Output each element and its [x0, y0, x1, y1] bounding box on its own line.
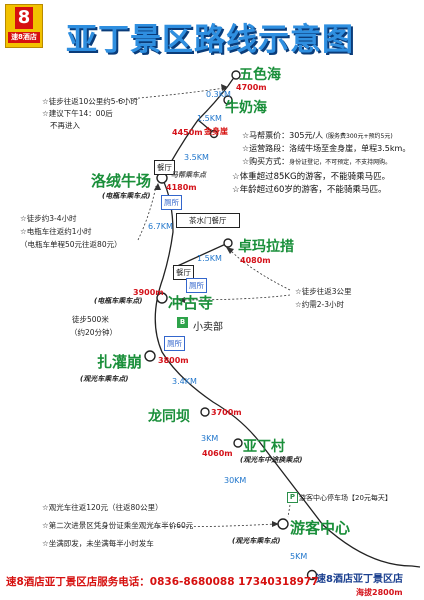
info-price-note: (服务费300元+预约5元)	[325, 133, 393, 140]
label-yading-transfer: (观光车中途换乘点)	[240, 456, 303, 464]
note-chonggu-2: （约20分钟）	[70, 328, 118, 337]
stop-name-longtong: 龙同坝	[148, 409, 190, 425]
stop-name-youke: 游客中心	[290, 519, 351, 537]
stop-name-hotel: 速8酒店亚丁景区店	[316, 574, 403, 585]
distance-zhaguan-longtong: 3.4KM	[172, 377, 197, 386]
label-dianping-chonggu: (电瓶车乘车点)	[94, 297, 143, 305]
stop-alt-longtong: 3700m	[211, 408, 242, 417]
stop-dot-wuse	[231, 70, 241, 80]
stop-name-chonggu: 冲古寺	[168, 294, 214, 312]
hotel-logo: 8 速8酒店	[5, 4, 43, 48]
stop-name-niunai: 牛奶海	[225, 100, 267, 116]
stop-dot-chonggu	[156, 292, 168, 304]
stop-dot-longtong	[200, 407, 210, 417]
facility-cesuo-3: 厕所	[164, 336, 185, 351]
facility-canting-1: 餐厅	[154, 160, 175, 175]
arrow-top-note	[117, 87, 226, 101]
distance-zhuoma-branch: 1.5KM	[197, 254, 222, 263]
facility-mashang: 马帮乘车点	[171, 171, 206, 179]
info-line-5: ☆年龄超过60岁的游客，不能骑乘马匹。	[232, 185, 387, 195]
facility-cesuo-1: 厕所	[161, 195, 182, 210]
note-bottom-3: ☆坐满即发，未坐满每半小时发车	[42, 539, 154, 548]
logo-brand: 速8酒店	[8, 32, 40, 43]
stop-name-zhaguan: 扎灌崩	[97, 353, 143, 371]
stop-name-luorong: 洛绒牛场	[91, 172, 152, 190]
info-price-value: 305元/人	[289, 131, 324, 140]
stop-dot-yading	[233, 438, 243, 448]
distance-jinshen-luorong: 3.5KM	[184, 153, 209, 162]
stop-name-wuse: 五色海	[239, 67, 281, 83]
stop-dot-youke	[277, 518, 289, 530]
stop-alt-zhaguan: 3800m	[158, 356, 189, 365]
distance-youke-hotel: 5KM	[290, 552, 308, 561]
note-zhuoma-1: ☆徒步往返3公里	[295, 287, 352, 296]
stop-name-jinshen: 金身崖	[204, 127, 228, 136]
stop-dot-niunai	[223, 95, 233, 105]
arrow-heads	[154, 84, 279, 527]
distance-wuse-niunai: 0.3KM	[206, 90, 231, 99]
info-buy-value: 身份证登记，不可预定，不支持网购。	[289, 159, 392, 166]
note-chonggu-1: 徒步500米	[72, 315, 109, 324]
stop-dots	[144, 70, 318, 581]
info-line-4: ☆体重超过85KG的游客，不能骑乘马匹。	[232, 172, 391, 182]
guide-arrows	[117, 87, 291, 528]
parking-icon: P	[287, 492, 298, 503]
stop-alt-hotel: 海拔2800m	[356, 588, 403, 597]
info-line-1: ☆马帮票价：305元/人 (服务费300元+预约5元)	[242, 130, 393, 141]
stop-dot-hotel	[306, 569, 318, 581]
stop-alt-wuse: 4700m	[236, 83, 267, 92]
facility-canting-2: 餐厅	[173, 265, 194, 280]
footer-phone: 速8酒店亚丁景区店服务电话：0836-8680088 17340318977	[6, 576, 319, 588]
arrow-youke-parking	[287, 504, 291, 518]
label-guanguang-youke: (观光车乘车点)	[232, 537, 281, 545]
note-mid-2: ☆电瓶车往返约1小时	[20, 227, 92, 236]
info-line-3: ☆购买方式：身份证登记，不可预定，不支持网购。	[242, 156, 391, 167]
note-mid-3: （电瓶车单程50元往返80元）	[20, 240, 122, 249]
stop-dot-jinshen	[209, 129, 219, 139]
note-bottom-1: ☆观光车往返120元（往返80公里）	[42, 503, 163, 512]
page-title: 亚丁景区路线示意图	[66, 22, 354, 58]
arrow-zhuoma-note	[229, 249, 291, 291]
stop-alt-luorong: 4180m	[166, 183, 197, 192]
note-top-2: ☆建议下午14：00后	[42, 109, 113, 118]
shop-icon: B	[177, 317, 188, 328]
facility-cesuo-2: 厕所	[186, 278, 207, 293]
label-dianping-luorong: (电瓶车乘车点)	[102, 192, 151, 200]
facility-chashui: 茶水门餐厅	[176, 213, 240, 228]
distance-longtong-yading: 3KM	[201, 434, 219, 443]
note-bottom-2: ☆第二次进景区凭身份证乘坐观光车半价60元	[42, 521, 194, 530]
stop-alt-yading: 4060m	[202, 449, 233, 458]
note-top-1: ☆徒步往返10公里约5-6小时	[42, 97, 139, 106]
stop-alt-chonggu: 3900m	[133, 288, 164, 297]
distance-yading-youke: 30KM	[224, 476, 247, 485]
note-top-3: 不再进入	[50, 121, 80, 130]
arrow-chonggu-note	[179, 294, 291, 301]
arrow-luorong-note	[137, 185, 157, 241]
info-line-2: ☆运营路段：洛绒牛场至金身崖，单程3.5km。	[242, 144, 411, 153]
stop-name-xiaomaibu: 小卖部	[193, 322, 223, 333]
logo-number: 8	[15, 7, 33, 29]
info-buy-label: ☆购买方式：	[242, 157, 290, 166]
stop-name-zhuoma: 卓玛拉措	[238, 239, 294, 255]
parking-label: 游客中心停车场【20元每天】	[299, 494, 392, 502]
note-zhuoma-2: ☆约需2-3小时	[295, 300, 344, 309]
route-line	[154, 85, 421, 568]
note-mid-1: ☆徒步约3-4小时	[20, 214, 77, 223]
arrow-bottom-note	[149, 523, 276, 528]
stop-dot-zhaguan	[144, 350, 156, 362]
stop-alt-jinshen: 4450m	[172, 128, 203, 137]
info-price-label: ☆马帮票价：	[242, 131, 290, 140]
stop-name-yading: 亚丁村	[243, 439, 285, 455]
stop-alt-zhuoma: 4080m	[240, 256, 271, 265]
stop-dot-zhuoma	[223, 238, 233, 248]
distance-luorong-chonggu: 6.7KM	[148, 222, 173, 231]
distance-niunai-jinshen: 1.5KM	[197, 114, 222, 123]
label-guanguang-zhaguan: (观光车乘车点)	[80, 375, 129, 383]
